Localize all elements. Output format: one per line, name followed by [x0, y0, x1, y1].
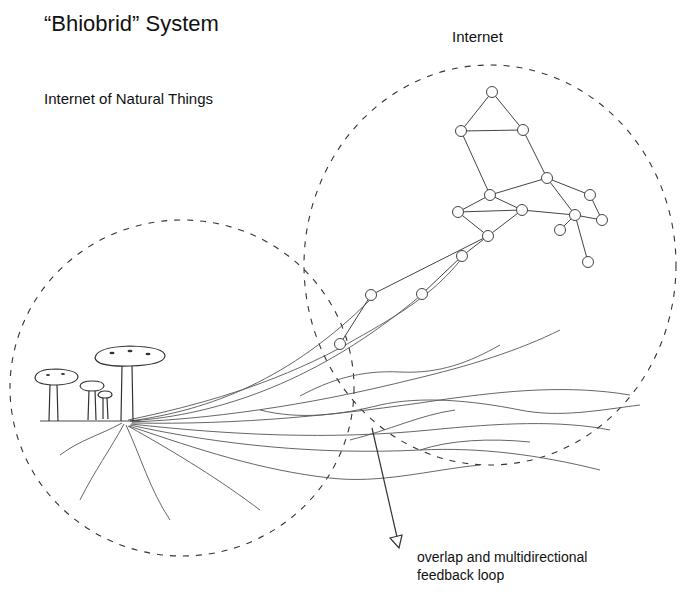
network-nodes — [335, 87, 608, 350]
diagram-title: “Bhiobrid” System — [44, 10, 219, 38]
mycelium — [60, 258, 640, 520]
leader-arrow — [372, 428, 402, 548]
network-links — [340, 92, 602, 344]
natural-region — [10, 220, 354, 556]
region-label: Internet — [452, 28, 503, 47]
cap-spots — [46, 350, 151, 376]
callout-note: overlap and multidirectional feedback lo… — [417, 549, 632, 584]
region-label: Internet of Natural Things — [44, 90, 213, 109]
region-outlines — [10, 65, 676, 556]
mushrooms — [35, 346, 165, 421]
